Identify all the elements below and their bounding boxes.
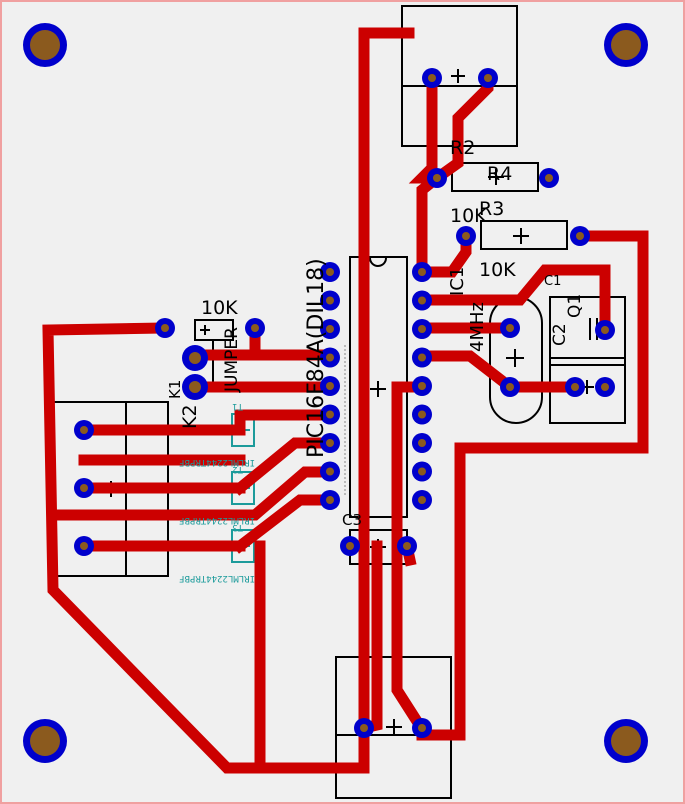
pad-hole — [189, 381, 201, 393]
pad-hole — [506, 383, 514, 391]
pad-hole — [418, 382, 426, 390]
label-r3-value: 10K — [479, 259, 516, 281]
through-hole-pads — [74, 68, 615, 738]
label-t2-value: IRLML2244TRPBF — [179, 515, 255, 525]
label-t3-ref: T3 — [232, 522, 243, 532]
r2-outline — [451, 162, 539, 192]
mounting-hole — [604, 719, 648, 763]
pad-hole — [601, 326, 609, 334]
pad-hole — [462, 232, 470, 240]
pad-hole — [326, 467, 334, 476]
pad-hole — [326, 439, 334, 447]
label-t3-value: IRLML2244TRPBF — [179, 573, 255, 583]
pad-hole — [418, 410, 426, 419]
pad-hole — [418, 724, 426, 732]
pad-hole — [326, 410, 334, 419]
label-r2-ref: R2 — [450, 137, 475, 159]
pad-hole — [545, 174, 553, 182]
pad-hole — [418, 268, 426, 276]
label-ic1-value: PIC16F84A(DIL18) — [304, 258, 329, 458]
mounting-hole — [604, 23, 648, 67]
pad-hole — [403, 542, 411, 550]
label-c2: C2 — [550, 323, 570, 346]
pad-hole — [80, 484, 88, 492]
pads — [23, 23, 648, 763]
pad-hole — [326, 268, 334, 276]
label-k2: K2 — [179, 404, 201, 429]
pad-hole — [418, 325, 426, 333]
pad-hole — [251, 324, 259, 332]
label-c1: C1 — [544, 274, 561, 289]
pad-hole — [360, 724, 368, 732]
label-r4-value: 10K — [201, 297, 238, 319]
label-t2-ref: T2 — [232, 464, 243, 474]
pad-hole — [346, 542, 354, 550]
pad-hole — [80, 426, 88, 434]
label-c3: C3 — [342, 511, 362, 529]
mounting-hole — [23, 719, 67, 763]
pad-hole — [418, 439, 426, 447]
pad-hole — [576, 232, 584, 240]
pad-hole — [428, 74, 436, 82]
label-q1-ref: Q1 — [565, 294, 585, 318]
silk-labels: R2 R4 10K R3 10K 10K C1 C2 Q1 4MHz IC1 P… — [166, 137, 585, 583]
pad-hole — [484, 74, 492, 82]
label-t1-ref: T1 — [232, 401, 243, 411]
label-r2-value: 10K — [450, 205, 487, 227]
r3-outline — [480, 220, 568, 250]
pad-hole — [326, 296, 334, 305]
pad-hole — [161, 324, 169, 332]
pad-hole — [326, 496, 334, 504]
label-ic1-ref: IC1 — [447, 267, 468, 296]
label-k1: K1 — [166, 380, 184, 399]
c1-c2-outline — [549, 296, 626, 424]
label-q1-value: 4MHz — [467, 302, 488, 352]
pad-hole — [601, 383, 609, 391]
pad-hole — [326, 353, 334, 362]
pad-hole — [418, 496, 426, 504]
pad-hole — [418, 296, 426, 305]
pad-hole — [418, 467, 426, 476]
label-r4-ref: R4 — [487, 163, 512, 185]
pad-hole — [326, 325, 334, 333]
pad-hole — [418, 353, 426, 362]
pad-hole — [326, 382, 334, 390]
label-t1-value: IRLML2244TRPBF — [179, 457, 255, 467]
pad-hole — [506, 324, 514, 332]
pad-hole — [189, 352, 201, 364]
label-jumper: JUMPER — [222, 327, 242, 393]
pad-hole — [433, 174, 441, 182]
mounting-hole — [23, 23, 67, 67]
label-r3-ref: R3 — [479, 198, 504, 220]
pad-hole — [571, 383, 579, 391]
pad-hole — [80, 542, 88, 550]
